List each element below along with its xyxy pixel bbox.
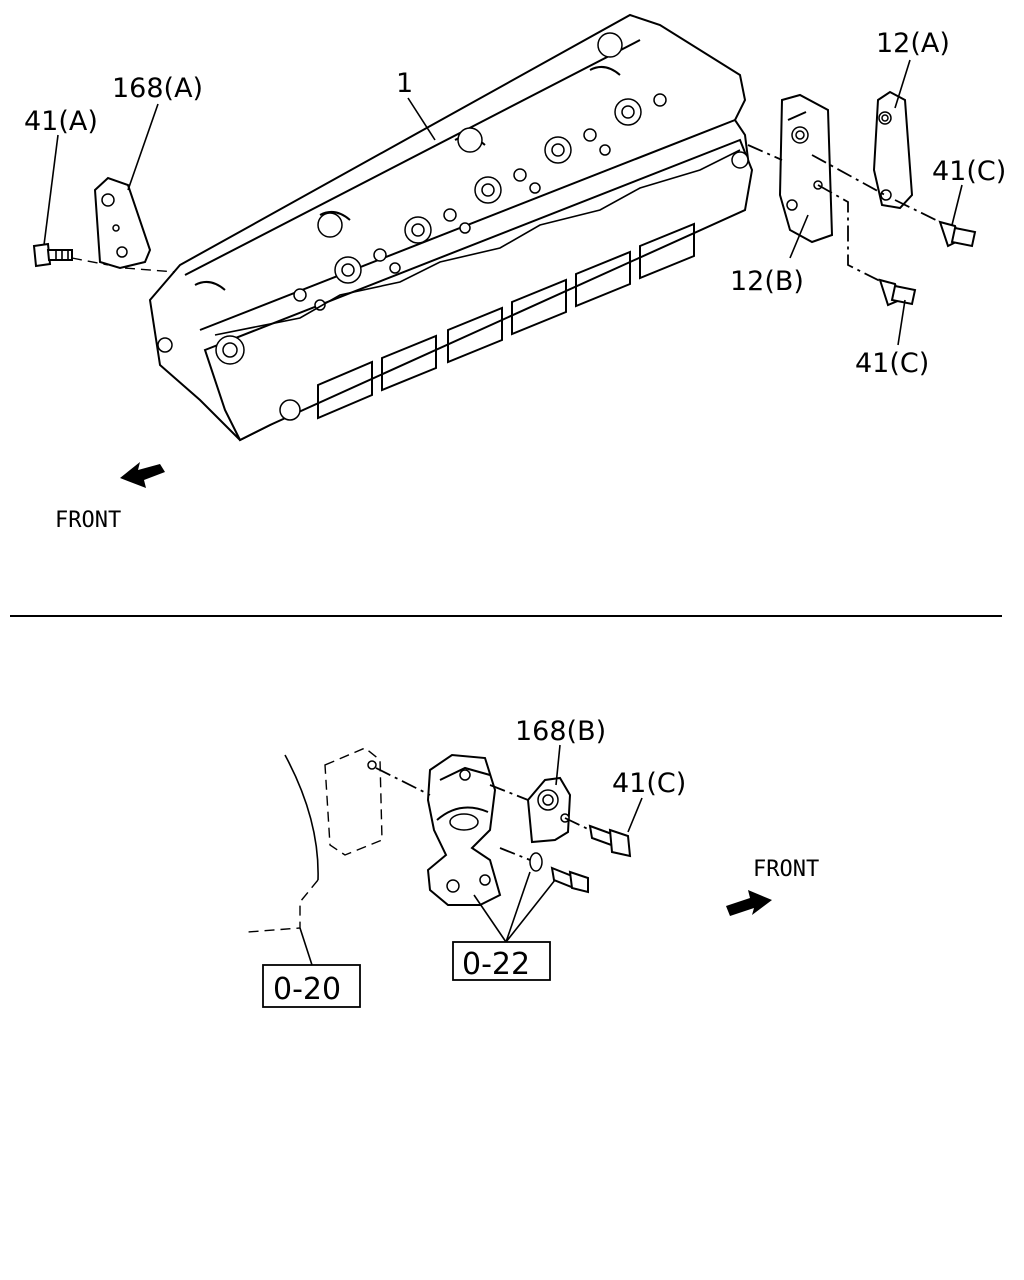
- callout-41c-lower: 41(C): [855, 348, 929, 379]
- front-label-top: FRONT: [55, 508, 121, 533]
- bracket-168a: [93, 176, 152, 270]
- leader-engine-bracket: [375, 767, 431, 796]
- callout-41a: 41(A): [24, 106, 98, 137]
- leader-line-168a: [127, 103, 159, 191]
- bolt-41c-lower: [878, 278, 917, 307]
- leader-line-41c-bottom: [627, 797, 643, 833]
- engine-block-outline: [247, 747, 383, 933]
- callout-12b: 12(B): [730, 266, 804, 297]
- leader-line-41c-lower: [897, 299, 906, 346]
- ref-label-0-22: 0-22: [462, 947, 530, 982]
- ref-box-0-22[interactable]: 0-22: [452, 941, 551, 982]
- cylinder-head: [148, 13, 754, 442]
- leader-12b-bolt: [817, 184, 883, 283]
- leader-12a-bolt: [894, 199, 941, 223]
- front-label-bottom: FRONT: [753, 857, 819, 882]
- leader-line-41a: [43, 134, 59, 246]
- leader-bracket-plate: [489, 784, 529, 801]
- bolt-41c-bottom: [588, 824, 632, 858]
- callout-41c-upper: 41(C): [932, 156, 1006, 187]
- bracket-12b: [778, 93, 834, 244]
- leader-168a-head: [124, 267, 176, 273]
- front-arrow-icon-bottom: [726, 890, 772, 916]
- intake-ports: [317, 222, 695, 420]
- leader-line-41c-upper: [951, 184, 963, 226]
- leader-line-12b: [789, 214, 809, 259]
- bracket-12a: [872, 90, 914, 210]
- leader-41a-bracket: [71, 257, 109, 266]
- leader-12b-12a: [811, 154, 886, 196]
- leader-line-168b: [555, 744, 561, 786]
- leader-line-12a: [894, 59, 911, 109]
- callout-41c-bottom: 41(C): [612, 768, 686, 799]
- leader-bracket-washer: [499, 847, 531, 861]
- bolt-41c-upper: [938, 220, 977, 248]
- washer-and-bolt: [529, 852, 589, 894]
- leader-line-0-20: [299, 927, 313, 966]
- ref-label-0-20: 0-20: [273, 972, 341, 1007]
- mount-bracket: [426, 753, 502, 906]
- leader-line-0-22: [473, 871, 556, 943]
- leader-plate-bolt: [564, 817, 591, 831]
- leader-line-1: [407, 97, 436, 141]
- front-arrow-icon: [120, 462, 165, 488]
- callout-168a: 168(A): [112, 73, 203, 104]
- valve-holes: [215, 32, 667, 365]
- bolt-41a: [32, 242, 73, 268]
- leader-12b-head: [747, 144, 783, 161]
- ref-box-0-20[interactable]: 0-20: [262, 964, 361, 1008]
- callout-1: 1: [396, 68, 413, 99]
- callout-168b: 168(B): [515, 716, 606, 747]
- callout-12a: 12(A): [876, 28, 950, 59]
- plate-168b: [526, 776, 572, 844]
